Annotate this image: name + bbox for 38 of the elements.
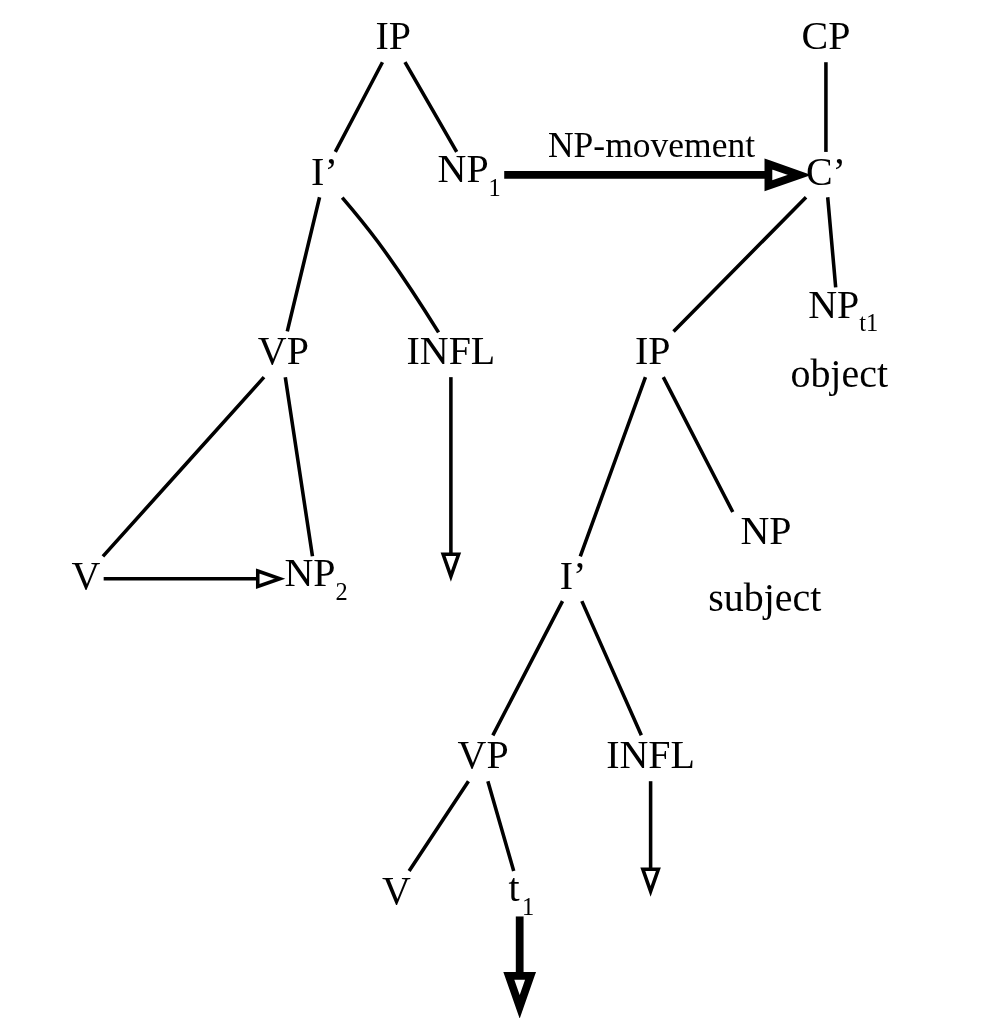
connector (661, 376, 735, 513)
connector (340, 196, 441, 334)
node-text: INFL (606, 732, 695, 778)
connector (580, 600, 643, 737)
connector (407, 780, 470, 872)
connector (285, 196, 322, 332)
node-text: VP (457, 732, 509, 778)
arrow (640, 781, 661, 897)
node-label: object (790, 350, 889, 396)
connector (333, 61, 385, 153)
connector (825, 197, 838, 288)
node-text: IP (635, 328, 671, 374)
node-text: IP (375, 13, 411, 59)
node-text: I’ (559, 552, 587, 598)
connector (101, 375, 266, 558)
node-text: NP (740, 508, 792, 554)
node-text: V (71, 552, 101, 598)
node-label: subject (708, 574, 822, 620)
connector (403, 61, 459, 153)
connector (578, 376, 648, 557)
connector (491, 600, 565, 737)
connector (672, 195, 808, 333)
node-text: NP$_{t1}$ (808, 281, 879, 337)
node-text: t$_{1}$ (508, 865, 535, 920)
node-text: INFL (406, 328, 496, 374)
connector (824, 62, 828, 152)
node-text: V (382, 867, 411, 913)
node-text: CP (801, 13, 851, 59)
node-text: C’ (805, 148, 846, 194)
arrow (440, 377, 462, 582)
connector (486, 780, 516, 872)
connector (283, 376, 315, 557)
edge-label: NP-movement (547, 124, 756, 165)
arrow (103, 568, 286, 590)
node-text: NP$_{1}$ (437, 146, 501, 201)
node-text: VP (257, 328, 309, 374)
node-text: NP$_{2}$ (284, 550, 348, 605)
node-text: I’ (311, 148, 338, 194)
